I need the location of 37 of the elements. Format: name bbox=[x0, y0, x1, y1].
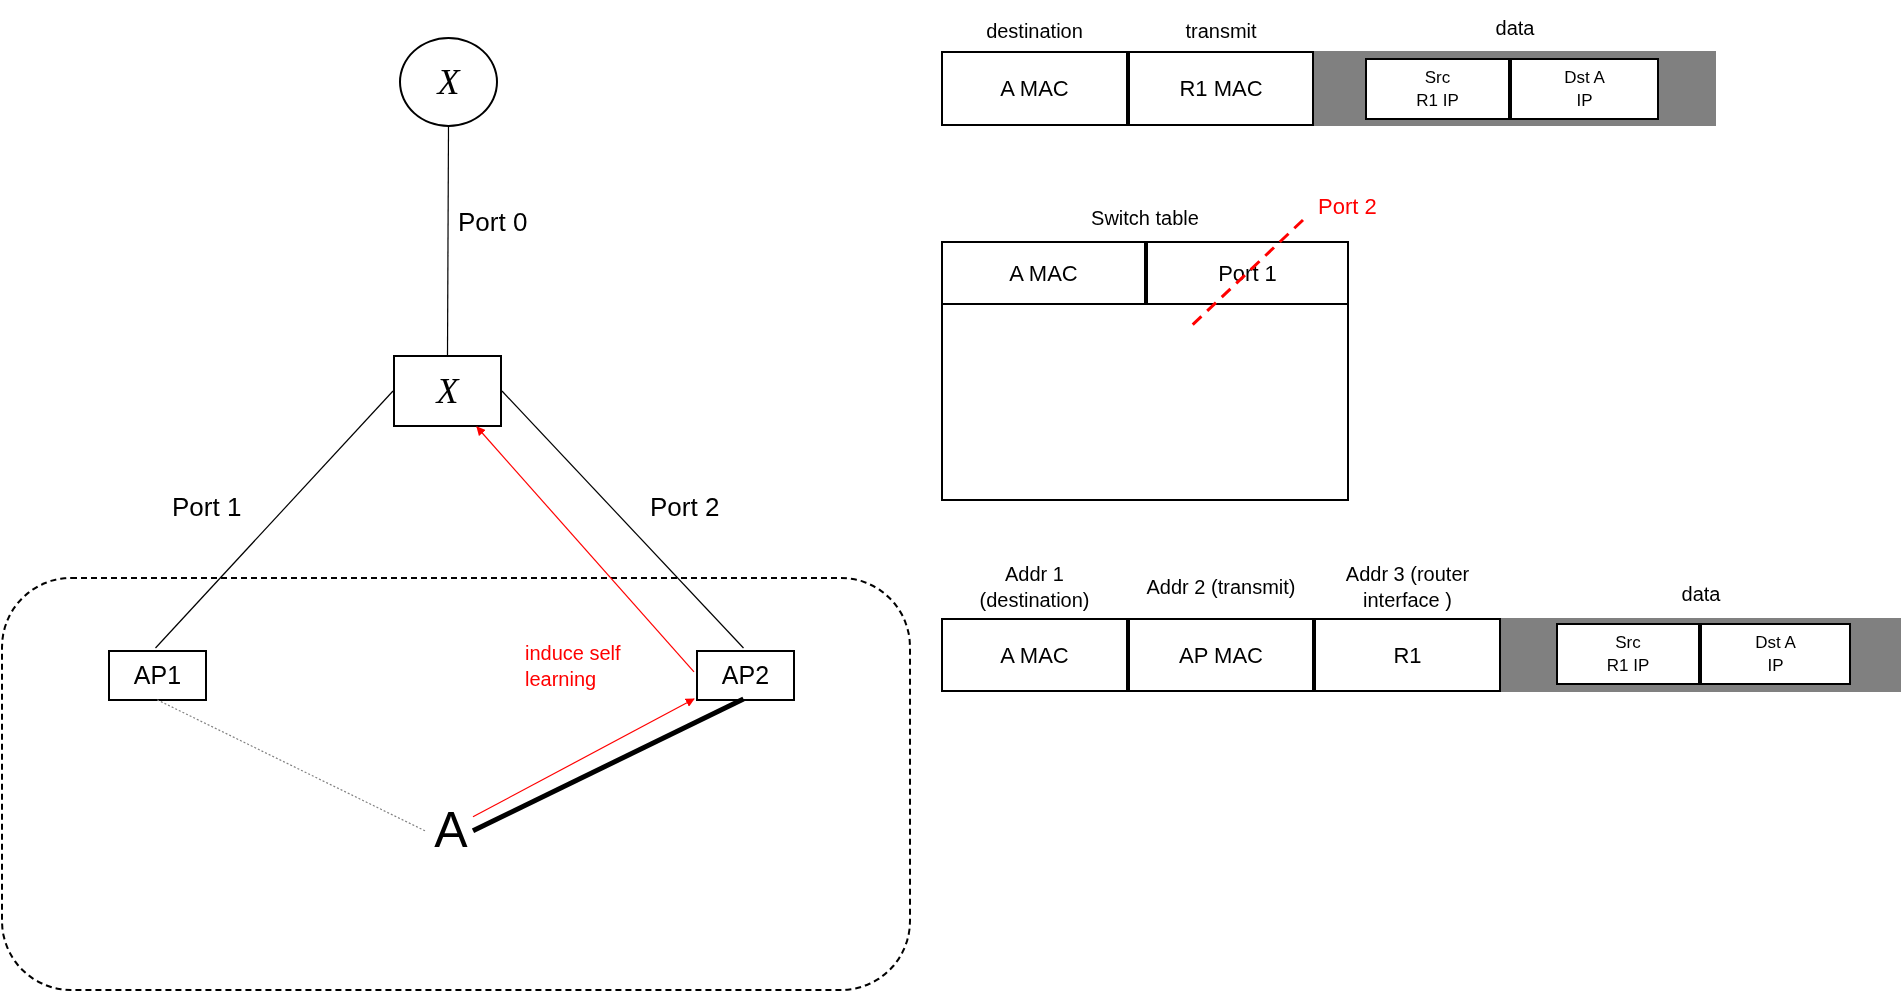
connector-line bbox=[501, 390, 745, 649]
column-header: Addr 3 (router interface ) bbox=[1344, 562, 1471, 613]
dashed-region bbox=[1, 577, 911, 991]
correction-label: Port 2 bbox=[1318, 193, 1377, 221]
table-cell: Dst A IP bbox=[1510, 58, 1659, 120]
column-header: destination bbox=[985, 18, 1084, 44]
connector-line bbox=[154, 698, 426, 832]
table-cell: R1 MAC bbox=[1128, 51, 1314, 126]
access-point-box: AP1 bbox=[108, 650, 207, 701]
access-point-box: AP2 bbox=[696, 650, 795, 701]
connector-line bbox=[471, 696, 745, 834]
table-title: Switch table bbox=[1091, 206, 1199, 231]
host-label: A bbox=[434, 805, 468, 855]
node-label: X bbox=[436, 370, 459, 413]
table-cell: R1 bbox=[1314, 618, 1501, 692]
column-header: transmit bbox=[1184, 18, 1258, 44]
table-cell: Src R1 IP bbox=[1556, 623, 1700, 685]
column-header: Addr 1 (destination) bbox=[978, 562, 1091, 613]
column-header: data bbox=[1495, 16, 1535, 41]
table-cell: AP MAC bbox=[1128, 618, 1314, 692]
node-label: X bbox=[437, 61, 460, 104]
table-cell: Src R1 IP bbox=[1365, 58, 1510, 120]
edge-label: Port 2 bbox=[650, 491, 720, 524]
table-cell: A MAC bbox=[941, 51, 1128, 126]
column-header: Addr 2 (transmit) bbox=[1145, 575, 1297, 600]
edge-label: Port 0 bbox=[458, 206, 528, 239]
edge-label: induce self learning bbox=[525, 641, 622, 692]
connector-line bbox=[446, 126, 450, 356]
arrow bbox=[472, 698, 695, 818]
edge-label: Port 1 bbox=[172, 491, 242, 524]
table-cell: Dst A IP bbox=[1700, 623, 1851, 685]
connector-line bbox=[154, 390, 394, 649]
switch-box bbox=[393, 355, 502, 427]
table-cell: A MAC bbox=[941, 241, 1146, 305]
table-cell: A MAC bbox=[941, 618, 1128, 692]
arrow bbox=[476, 426, 695, 673]
column-header: data bbox=[1681, 582, 1721, 607]
